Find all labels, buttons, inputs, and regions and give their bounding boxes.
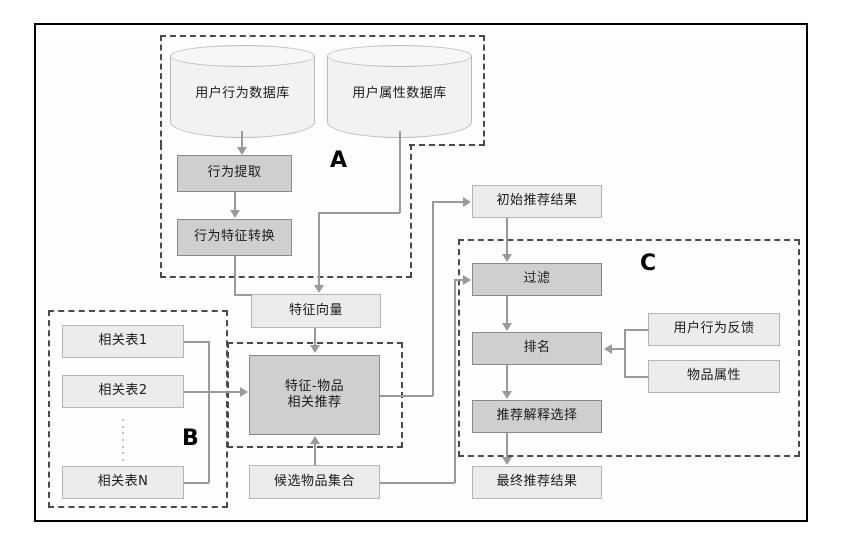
arrowhead-down <box>502 391 512 399</box>
arrowhead-right <box>463 275 471 285</box>
group-c-label: C <box>640 251 657 276</box>
connector-feedback-left <box>624 329 649 331</box>
node-feature-item-recommend-line1: 特征-物品 <box>284 378 345 394</box>
arrowhead-right <box>240 387 248 397</box>
group-a-step-edge <box>409 144 485 146</box>
connector-candidate-up <box>454 279 456 483</box>
arrowhead-down <box>314 285 324 293</box>
node-initial-recommend-result[interactable]: 初始推荐结果 <box>472 185 602 218</box>
connector-to-initial-result <box>432 201 464 203</box>
node-candidate-item-set[interactable]: 候选物品集合 <box>249 465 380 499</box>
connector-explanation-to-final <box>506 433 508 458</box>
connector-feedback-bus <box>624 329 626 377</box>
connector-db-to-extraction <box>241 131 243 148</box>
arrowhead-right <box>463 197 471 207</box>
connector-transform-down <box>234 256 236 294</box>
connector-candidate-right <box>380 482 455 484</box>
group-a-boundary-lower <box>160 144 412 278</box>
node-user-behavior-feedback[interactable]: 用户行为反馈 <box>648 313 780 346</box>
connector-filter-to-ranking <box>506 296 508 324</box>
node-related-table-1[interactable]: 相关表1 <box>62 325 184 358</box>
arrowhead-down <box>502 254 512 262</box>
node-recommend-explanation-select[interactable]: 推荐解释选择 <box>472 400 602 433</box>
node-filter[interactable]: 过滤 <box>472 263 602 296</box>
arrowhead-up <box>310 436 320 444</box>
ellipsis-vertical <box>122 419 124 461</box>
group-a-boundary <box>160 35 485 146</box>
node-feature-item-recommend-line2: 相关推荐 <box>287 395 342 410</box>
db-user-attribute: 用户属性数据库 <box>327 45 472 138</box>
arrowhead-down <box>310 345 320 353</box>
connector-tables-bus <box>208 341 210 483</box>
group-c-boundary <box>458 239 800 457</box>
connector-attrdb-left <box>318 212 400 214</box>
connector-featurevector-to-recommender <box>314 328 316 347</box>
connector-ranking-to-explanation <box>506 365 508 392</box>
connector-attrdb-to-featurevector <box>318 212 320 286</box>
node-feature-item-recommend[interactable]: 特征-物品 相关推荐 <box>249 355 380 435</box>
connector-table1-right <box>184 341 209 343</box>
cylinder-body <box>170 56 315 138</box>
node-behavior-extraction[interactable]: 行为提取 <box>177 155 292 192</box>
connector-bus-to-recommender <box>208 391 241 393</box>
node-final-recommend-result[interactable]: 最终推荐结果 <box>472 466 602 499</box>
group-a-label: A <box>330 148 348 173</box>
cylinder-top <box>170 45 315 67</box>
node-behavior-feature-transform[interactable]: 行为特征转换 <box>177 219 292 256</box>
node-related-table-2[interactable]: 相关表2 <box>62 375 184 408</box>
connector-attrdb-down <box>399 131 401 213</box>
connector-initial-to-filter <box>506 218 508 255</box>
connector-itemattr-left <box>624 376 649 378</box>
connector-bus-to-ranking <box>612 348 625 350</box>
node-related-table-n[interactable]: 相关表N <box>62 466 184 499</box>
arrowhead-down <box>502 457 512 465</box>
node-feature-vector[interactable]: 特征向量 <box>251 294 381 328</box>
connector-into-filter <box>454 279 464 281</box>
node-ranking[interactable]: 排名 <box>472 332 602 365</box>
connector-transform-to-featurevector <box>234 294 252 296</box>
connector-tablen-right <box>184 482 209 484</box>
connector-extraction-to-transform <box>234 192 236 211</box>
arrowhead-left <box>604 344 612 354</box>
db-user-behavior-label: 用户行为数据库 <box>195 86 290 101</box>
arrowhead-down <box>502 323 512 331</box>
arrowhead-down <box>230 210 240 218</box>
arrowhead-down <box>237 147 247 155</box>
group-b-label: B <box>182 426 199 451</box>
connector-candidate-to-recommender <box>314 443 316 465</box>
node-item-attribute[interactable]: 物品属性 <box>648 360 780 393</box>
cylinder-top <box>327 45 472 67</box>
cylinder-body <box>327 56 472 138</box>
db-user-attribute-label: 用户属性数据库 <box>352 86 447 101</box>
connector-recommender-up <box>432 201 434 396</box>
connector-recommender-right <box>380 395 433 397</box>
db-user-behavior: 用户行为数据库 <box>170 45 315 138</box>
